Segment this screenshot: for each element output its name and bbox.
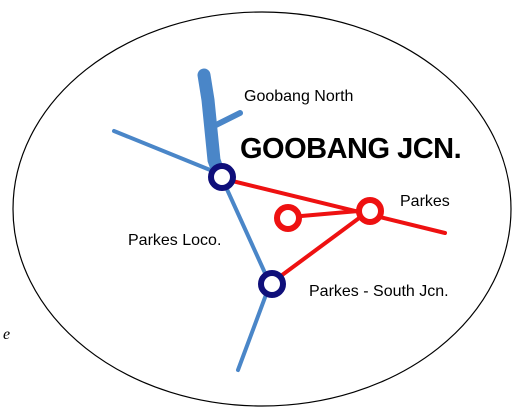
- parkes-to-south-jcn: [268, 208, 372, 286]
- label-parkes: Parkes: [400, 193, 450, 210]
- station-parkes-south-jcn[interactable]: [258, 270, 286, 298]
- label-edge-fragment: e: [3, 326, 10, 343]
- blue-line: [112, 68, 273, 372]
- parkes-loco-branch: [112, 129, 222, 176]
- station-goobang-jcn[interactable]: [208, 163, 236, 191]
- label-parkes-south-jcn: Parkes - South Jcn.: [309, 283, 449, 300]
- label-parkes-loco: Parkes Loco.: [128, 232, 221, 249]
- goobang-to-parkes-east: [218, 176, 447, 235]
- main-line-south: [218, 172, 273, 372]
- label-goobang-north: Goobang North: [244, 88, 353, 105]
- station-parkes-west[interactable]: [274, 204, 302, 232]
- label-goobang-jcn: GOOBANG JCN.: [240, 133, 461, 165]
- station-parkes[interactable]: [356, 197, 384, 225]
- map-boundary-oval: [12, 11, 512, 407]
- goobang-north-tick: [213, 110, 243, 128]
